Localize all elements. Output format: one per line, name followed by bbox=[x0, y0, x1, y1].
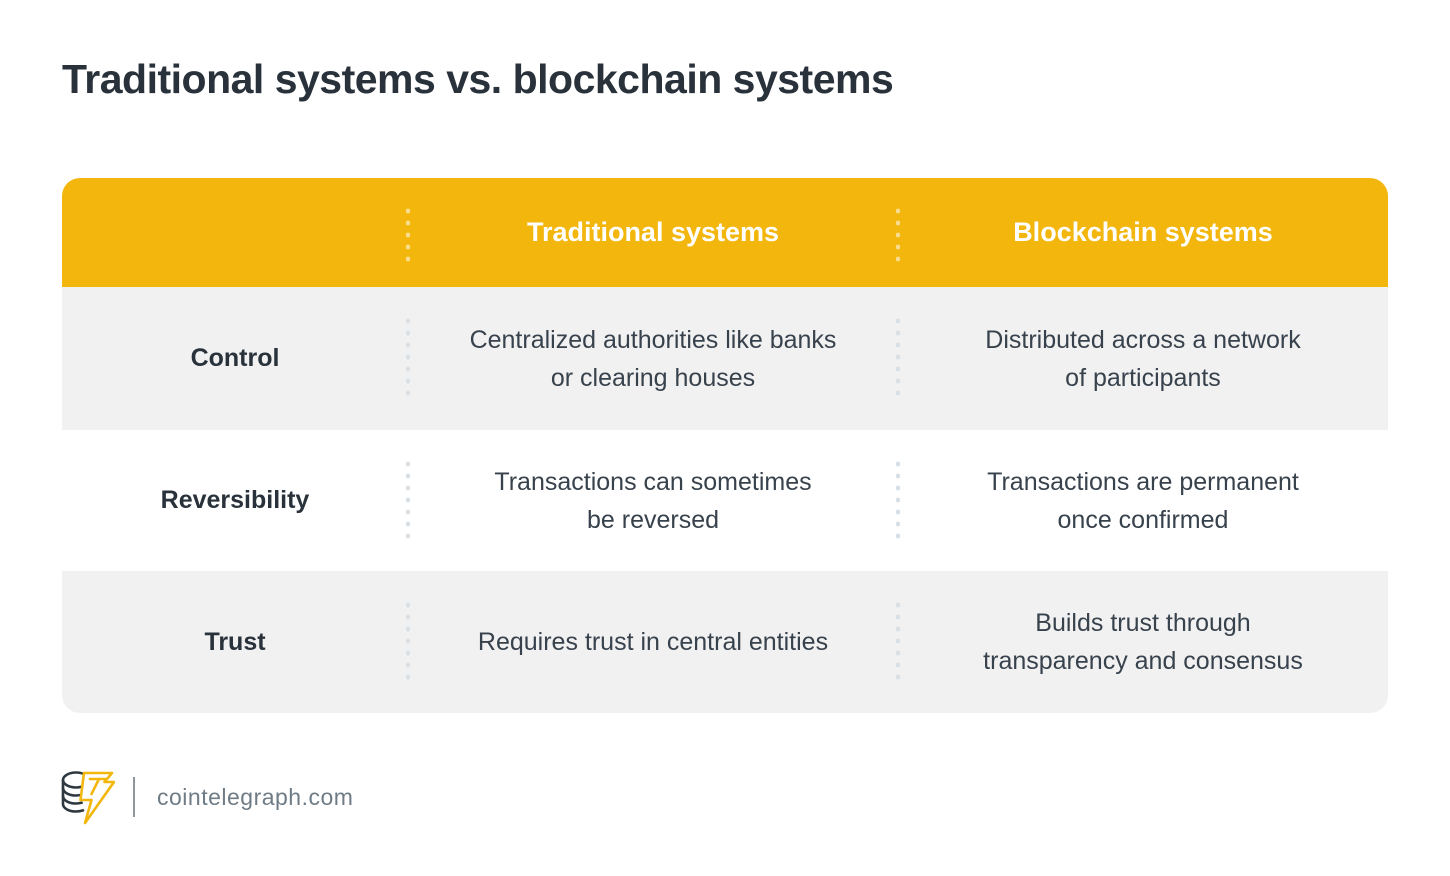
page-title: Traditional systems vs. blockchain syste… bbox=[62, 56, 894, 102]
cointelegraph-logo-icon bbox=[61, 771, 115, 825]
row-label-reversibility: Reversibility bbox=[160, 486, 310, 514]
table-header-row: Traditional systems Blockchain systems bbox=[62, 178, 1388, 287]
comparison-table: Traditional systems Blockchain systems C… bbox=[62, 178, 1388, 713]
cell-reversibility-traditional: Transactions can sometimes be reversed bbox=[406, 430, 898, 571]
cell-trust-blockchain: Builds trust through transparency and co… bbox=[896, 571, 1388, 713]
table-header-traditional: Traditional systems bbox=[406, 178, 898, 287]
table-header-empty-cell bbox=[62, 178, 408, 287]
table-row-trust: Trust Requires trust in central entities… bbox=[62, 571, 1388, 713]
table-row-control: Control Centralized authorities like ban… bbox=[62, 287, 1388, 430]
footer-source-text: cointelegraph.com bbox=[157, 783, 354, 810]
row-label-control: Control bbox=[190, 344, 280, 372]
footer-divider bbox=[133, 777, 135, 817]
cell-reversibility-blockchain: Transactions are permanent once confirme… bbox=[896, 430, 1388, 571]
footer: cointelegraph.com bbox=[57, 764, 353, 830]
table-row-reversibility: Reversibility Transactions can sometimes… bbox=[62, 430, 1388, 571]
row-label-trust: Trust bbox=[204, 627, 266, 656]
cell-trust-traditional: Requires trust in central entities bbox=[406, 571, 898, 713]
table-header-blockchain: Blockchain systems bbox=[896, 178, 1388, 287]
cell-control-blockchain: Distributed across a network of particip… bbox=[896, 287, 1388, 430]
cell-control-traditional: Centralized authorities like banks or cl… bbox=[406, 287, 898, 430]
